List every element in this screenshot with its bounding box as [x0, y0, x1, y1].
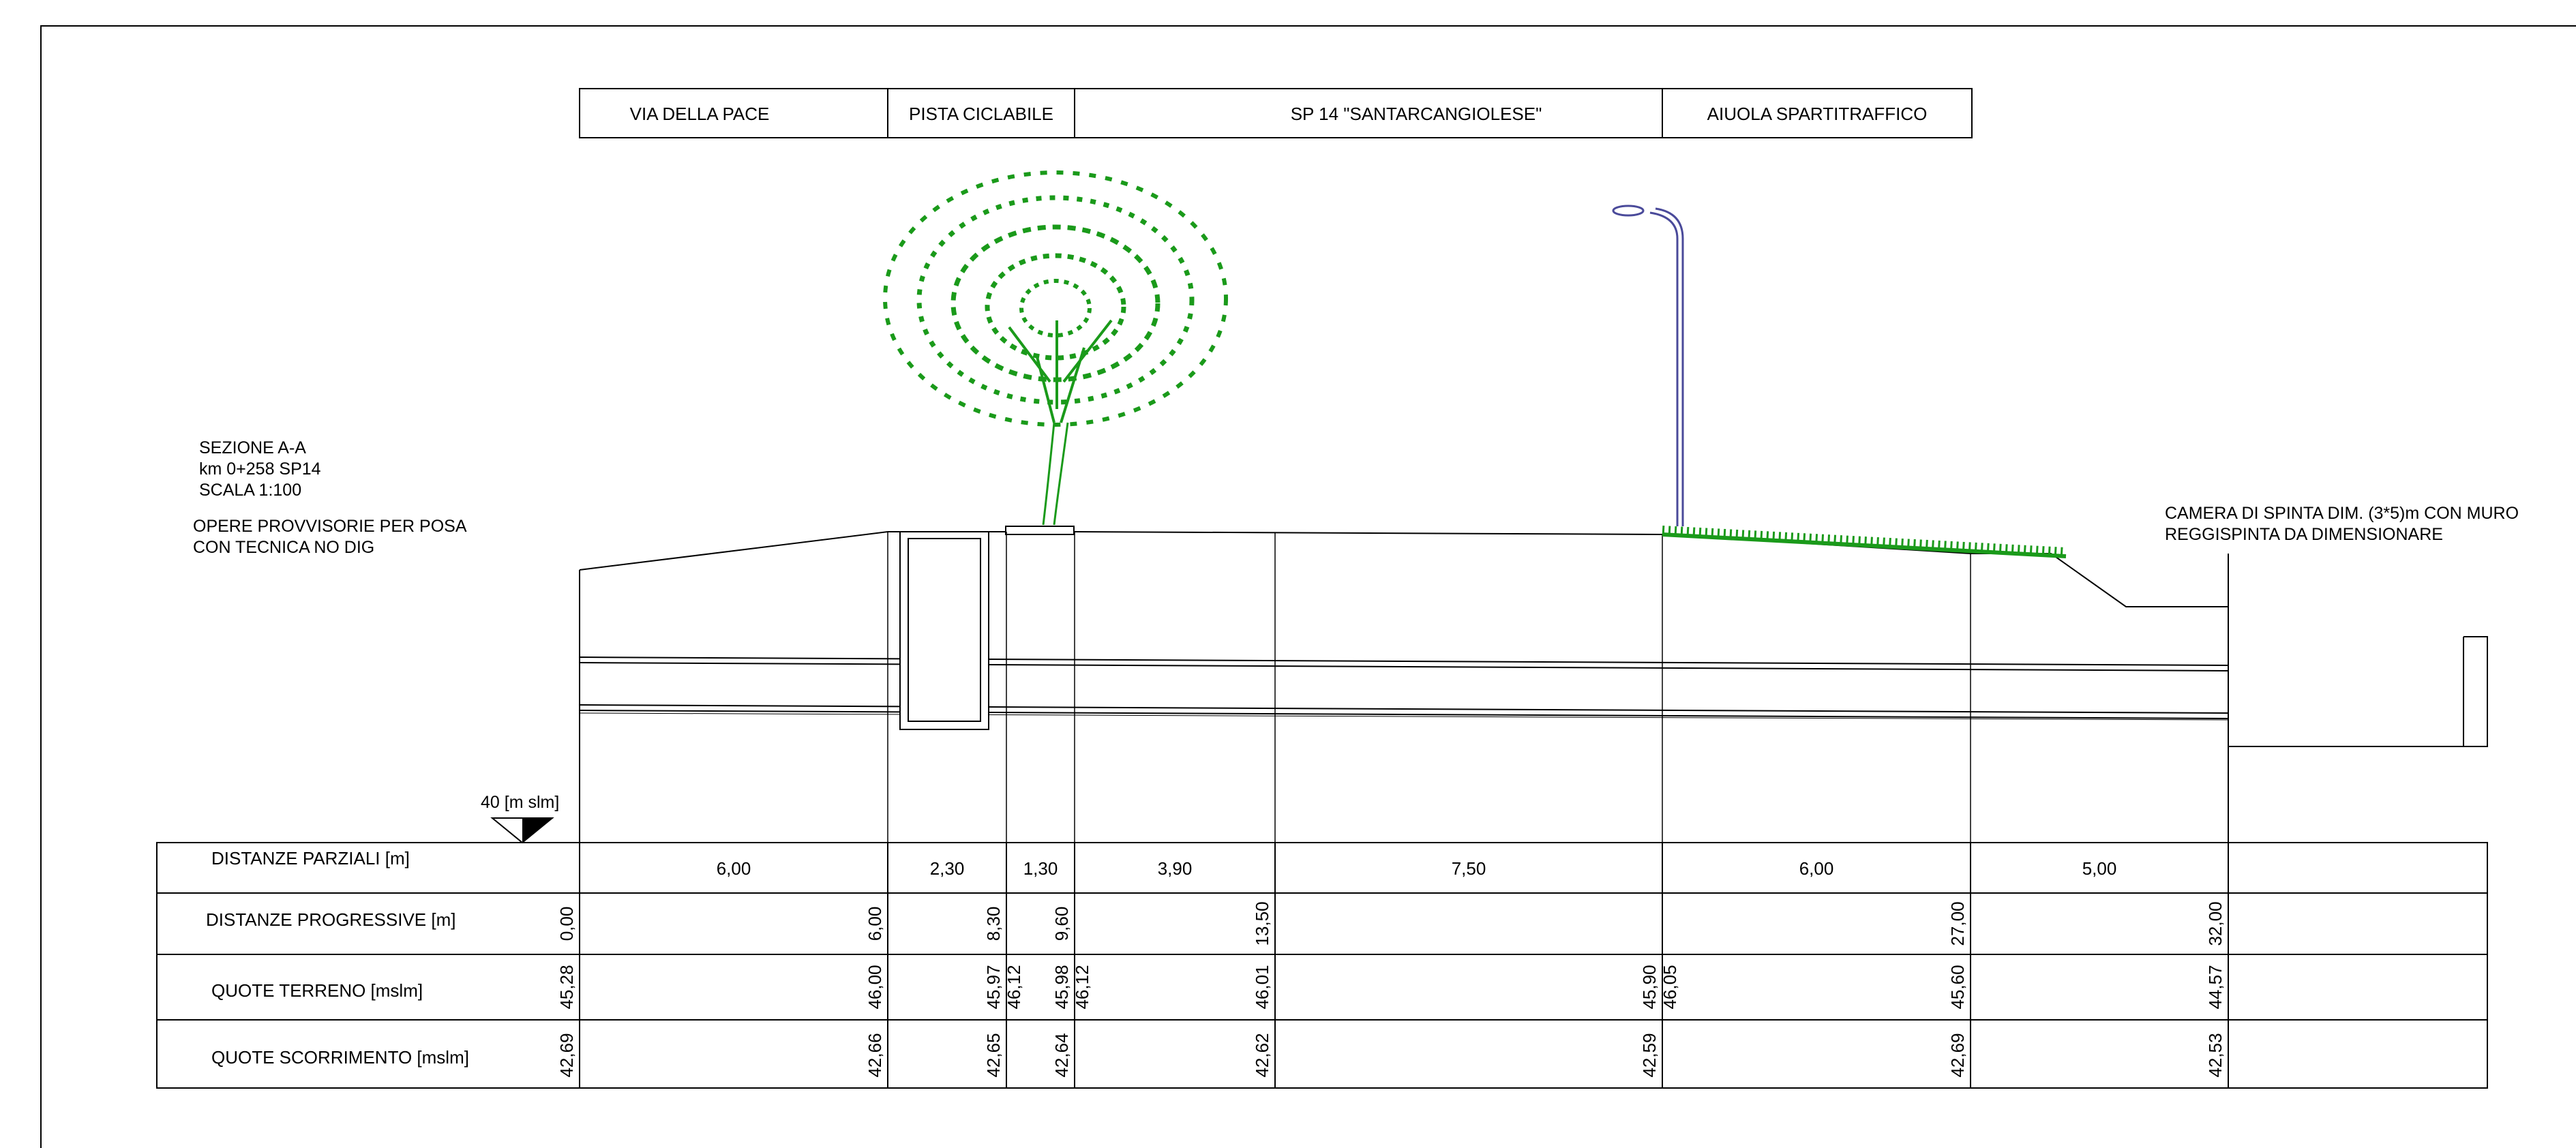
- ground-elevation-values: 45,28 46,00 45,97 46,12 45,98 46,12 46,0…: [556, 965, 2226, 1009]
- header-label-aiuola: AIUOLA SPARTITRAFFICO: [1707, 104, 1928, 124]
- flow-elevation: 42,69: [1947, 1033, 1968, 1077]
- section-title: SEZIONE A-A: [199, 438, 306, 457]
- row-label-parziali: DISTANZE PARZIALI [m]: [211, 848, 410, 868]
- sheet-border: [40, 25, 2576, 1148]
- partial-distance: 6,00: [1799, 858, 1834, 879]
- annotation-line2: REGGISPINTA DA DIMENSIONARE: [2165, 525, 2443, 544]
- ground-elevation: 45,60: [1947, 965, 1968, 1009]
- partial-distance: 2,30: [930, 858, 965, 879]
- progressive-distance: 8,30: [983, 907, 1004, 941]
- section-scale: SCALA 1:100: [199, 481, 301, 500]
- grass-strip: [1662, 526, 2067, 558]
- flow-elevation: 42,66: [865, 1033, 885, 1077]
- tree-illustration: [883, 170, 1228, 526]
- header-label-via-della-pace: VIA DELLA PACE: [630, 104, 770, 124]
- pipe-upper: [579, 656, 2229, 671]
- progressive-distance: 32,00: [2205, 901, 2226, 946]
- ground-elevation: 46,12: [1004, 965, 1024, 1009]
- progressive-distance: 6,00: [865, 907, 885, 941]
- ground-elevation: 46,00: [865, 965, 885, 1009]
- tree-pit: [1005, 526, 1075, 535]
- ground-elevation: 45,97: [983, 965, 1004, 1009]
- header-label-sp14: SP 14 "SANTARCANGIOLESE": [1291, 104, 1542, 124]
- partial-distance: 1,30: [1023, 858, 1058, 879]
- ground-elevation: 46,12: [1072, 965, 1092, 1009]
- ground-elevation: 45,28: [556, 965, 577, 1009]
- progressive-distance: 27,00: [1947, 901, 1968, 946]
- data-table-grid: [156, 842, 2488, 1089]
- flow-elevation-values: 42,69 42,66 42,65 42,64 42,62 42,59 42,6…: [556, 1033, 2226, 1077]
- progressive-distance-values: 0,00 6,00 8,30 9,60 13,50 27,00 32,00: [556, 901, 2226, 946]
- flow-elevation: 42,65: [983, 1033, 1004, 1077]
- section-note-line1: OPERE PROVVISORIE PER POSA: [193, 517, 467, 536]
- pipe-lower: [579, 704, 2229, 721]
- flow-elevation: 42,53: [2205, 1033, 2226, 1077]
- progressive-distance: 9,60: [1051, 907, 1072, 941]
- ground-elevation: 45,90: [1639, 965, 1660, 1009]
- row-label-scorrimento: QUOTE SCORRIMENTO [mslm]: [211, 1047, 469, 1068]
- progressive-distance: 0,00: [556, 907, 577, 941]
- partial-distance: 3,90: [1158, 858, 1193, 879]
- progressive-distance: 13,50: [1252, 901, 1272, 946]
- header-strip: [579, 88, 1973, 138]
- ground-elevation: 44,57: [2205, 965, 2226, 1009]
- flow-elevation: 42,62: [1252, 1033, 1272, 1077]
- street-lamp: [1612, 205, 1684, 526]
- section-chainage: km 0+258 SP14: [199, 459, 321, 479]
- flow-elevation: 42,69: [556, 1033, 577, 1077]
- row-label-progressive: DISTANZE PROGRESSIVE [m]: [206, 909, 455, 930]
- datum-label: 40 [m slm]: [481, 793, 559, 812]
- ground-elevation: 45,98: [1051, 965, 1072, 1009]
- partial-distance: 7,50: [1452, 858, 1486, 879]
- ground-profile: [579, 531, 2488, 843]
- section-note-line2: CON TECNICA NO DIG: [193, 538, 374, 557]
- flow-elevation: 42,64: [1051, 1033, 1072, 1077]
- partial-distance: 6,00: [717, 858, 751, 879]
- flow-elevation: 42,59: [1639, 1033, 1660, 1077]
- partial-distance-values: 6,00 2,30 1,30 3,90 7,50 6,00 5,00: [717, 858, 2117, 879]
- datum-marker-icon: [490, 817, 554, 844]
- partial-distance: 5,00: [2082, 858, 2117, 879]
- station-lines: [887, 532, 1971, 843]
- ground-elevation: 46,01: [1252, 965, 1272, 1009]
- header-label-pista-ciclabile: PISTA CICLABILE: [909, 104, 1053, 124]
- manhole-chamber: [899, 531, 989, 730]
- ground-elevation: 46,05: [1660, 965, 1680, 1009]
- annotation-line1: CAMERA DI SPINTA DIM. (3*5)m CON MURO: [2165, 504, 2519, 523]
- row-label-terreno: QUOTE TERRENO [mslm]: [211, 980, 423, 1001]
